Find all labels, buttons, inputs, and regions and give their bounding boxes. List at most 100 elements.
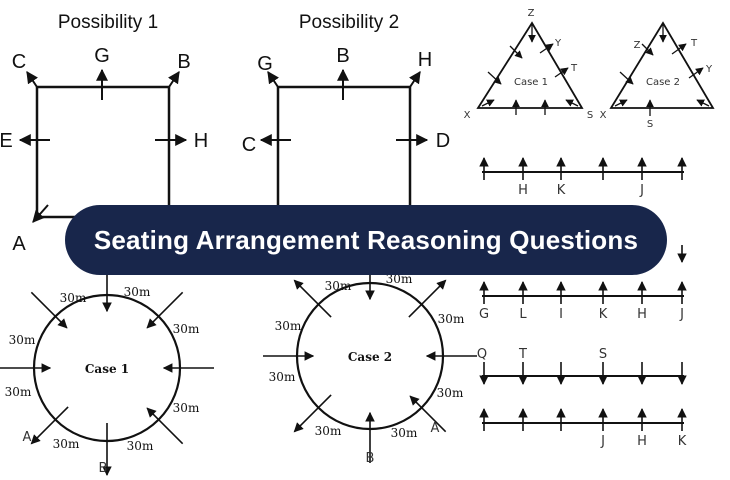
line-2-label-5: H bbox=[637, 307, 647, 322]
circle-1-distance-6: 30m bbox=[173, 401, 200, 415]
line-1-label-2: H bbox=[518, 183, 528, 198]
circle-1-distance-7: 30m bbox=[53, 437, 80, 451]
circle-1-arrow-3 bbox=[146, 291, 184, 329]
line-2-label-1: G bbox=[479, 307, 489, 322]
seating-lines: H K J G L I K H J Q T S J H K bbox=[477, 157, 687, 449]
circle-2-distance-3: 30m bbox=[438, 312, 465, 326]
circle-1-arrow-8 bbox=[146, 407, 184, 445]
square-1-label-top-right: B bbox=[177, 51, 190, 73]
arrow-triangle-2-right-corner bbox=[696, 99, 710, 107]
line-2-label-3: I bbox=[559, 307, 563, 322]
arrow-square-1-top-right bbox=[168, 71, 180, 88]
arrow-triangle-1-left-mid bbox=[487, 71, 502, 85]
circle-1-distance-8: 30m bbox=[127, 439, 154, 453]
square-2-label-right: D bbox=[436, 130, 450, 152]
circle-1-distance-3: 30m bbox=[173, 322, 200, 336]
circle-2-label-bottom_right: A bbox=[431, 421, 440, 436]
line-1-label-3: K bbox=[557, 183, 566, 198]
square-2-label-top: B bbox=[336, 45, 349, 67]
square-1-title: Possibility 1 bbox=[58, 12, 158, 33]
title-banner: Seating Arrangement Reasoning Questions bbox=[65, 205, 667, 275]
circle-1-distance-2: 30m bbox=[124, 285, 151, 299]
line-4-label-5: H bbox=[637, 434, 647, 449]
triangle-1-title: Case 1 bbox=[514, 77, 548, 88]
triangle-case-1: Case 1 Z Y T X S bbox=[464, 8, 594, 121]
triangle-1-label-left: X bbox=[464, 110, 471, 121]
line-4-label-6: K bbox=[678, 434, 687, 449]
triangle-1-label-right-edge: Y bbox=[554, 38, 562, 49]
triangle-1-label-right-mid: T bbox=[570, 63, 578, 74]
arrow-triangle-1-right-corner bbox=[565, 99, 579, 107]
circle-1-arrow-2 bbox=[30, 291, 68, 329]
line-2-label-4: K bbox=[599, 307, 608, 322]
square-2-shape bbox=[276, 85, 412, 219]
circle-2-arrow-6 bbox=[293, 394, 332, 433]
triangle-2-label-bottom: S bbox=[647, 119, 653, 130]
line-3-label-4: S bbox=[599, 347, 607, 362]
arrow-triangle-2-left-edge bbox=[641, 43, 654, 56]
circle-2-distance-4: 30m bbox=[275, 319, 302, 333]
circle-1-distance-5: 30m bbox=[5, 385, 32, 399]
square-1-label-right: H bbox=[194, 130, 208, 152]
circle-1-distance-4: 30m bbox=[9, 333, 36, 347]
arrow-square-1-top-left bbox=[26, 71, 38, 88]
square-possibility-1: Possibility 1 C G B E H A bbox=[0, 12, 208, 255]
circle-2-distance-6: 30m bbox=[437, 386, 464, 400]
arrow-triangle-2-right-edge-top bbox=[671, 43, 687, 55]
banner-title: Seating Arrangement Reasoning Questions bbox=[93, 224, 639, 255]
circle-1-label-bottom: B bbox=[99, 461, 108, 476]
arrow-triangle-2-left-mid bbox=[619, 71, 634, 85]
triangle-2-label-right-edge: Y bbox=[705, 64, 713, 75]
line-4-label-4: J bbox=[600, 434, 605, 449]
circle-1-distance-1: 30m bbox=[60, 291, 87, 305]
circle-1-arrow-6 bbox=[30, 406, 69, 445]
square-2-label-top-right: H bbox=[418, 49, 432, 71]
arrow-triangle-1-left-corner bbox=[481, 99, 495, 107]
line-2-label-2: L bbox=[519, 307, 527, 322]
circle-2-title: Case 2 bbox=[348, 350, 392, 364]
arrow-square-2-top-right bbox=[409, 71, 421, 88]
square-1-label-left: E bbox=[0, 130, 13, 152]
circle-2-distance-7: 30m bbox=[315, 424, 342, 438]
circle-2-arrow-2 bbox=[293, 279, 332, 318]
line-3-label-1: Q bbox=[477, 347, 487, 362]
line-3-label-2: T bbox=[518, 347, 527, 362]
triangle-1-label-top: Z bbox=[528, 8, 535, 19]
circle-2-distance-8: 30m bbox=[391, 426, 418, 440]
circle-2-distance-2: 30m bbox=[386, 272, 413, 286]
circle-1-title: Case 1 bbox=[85, 362, 129, 376]
square-1-label-bottom-left: A bbox=[12, 233, 26, 255]
arrow-triangle-1-right-mid bbox=[554, 67, 569, 78]
arrow-square-2-top-left bbox=[267, 71, 279, 88]
arrow-triangle-2-right-edge bbox=[688, 67, 704, 79]
triangle-2-shape bbox=[609, 21, 715, 109]
line-1-label-5: J bbox=[639, 183, 644, 198]
arrow-square-1-bottom-left bbox=[32, 204, 49, 223]
square-1-shape bbox=[35, 85, 171, 219]
triangle-2-label-right-edge-top: T bbox=[690, 38, 698, 49]
triangle-case-2: Case 2 Z T Y X S bbox=[600, 21, 715, 130]
triangle-1-label-right: S bbox=[587, 110, 593, 121]
circle-2-label-bottom: B bbox=[366, 451, 375, 466]
arrow-triangle-2-left-corner bbox=[614, 99, 628, 107]
circle-1-label-bottom_left: A bbox=[23, 430, 32, 445]
square-2-label-top-left: G bbox=[257, 53, 273, 75]
triangle-2-label-left-edge: Z bbox=[634, 40, 641, 51]
square-possibility-2: Possibility 2 G B H C D bbox=[242, 12, 450, 219]
triangle-2-title: Case 2 bbox=[646, 77, 680, 88]
square-1-label-top: G bbox=[94, 45, 110, 67]
square-1-label-top-left: C bbox=[12, 51, 26, 73]
arrow-triangle-1-left-edge bbox=[509, 45, 523, 59]
triangle-2-label-left: X bbox=[600, 110, 607, 121]
circle-2-arrow-3 bbox=[408, 279, 447, 318]
square-2-title: Possibility 2 bbox=[299, 12, 399, 33]
circle-2-distance-1: 30m bbox=[325, 279, 352, 293]
line-2-label-6: J bbox=[679, 307, 684, 322]
circle-2-arrow-8 bbox=[409, 395, 447, 433]
arrow-triangle-1-right-edge bbox=[539, 43, 554, 54]
triangle-1-shape bbox=[476, 21, 584, 109]
circle-2-distance-5: 30m bbox=[269, 370, 296, 384]
square-2-label-left: C bbox=[242, 134, 256, 156]
